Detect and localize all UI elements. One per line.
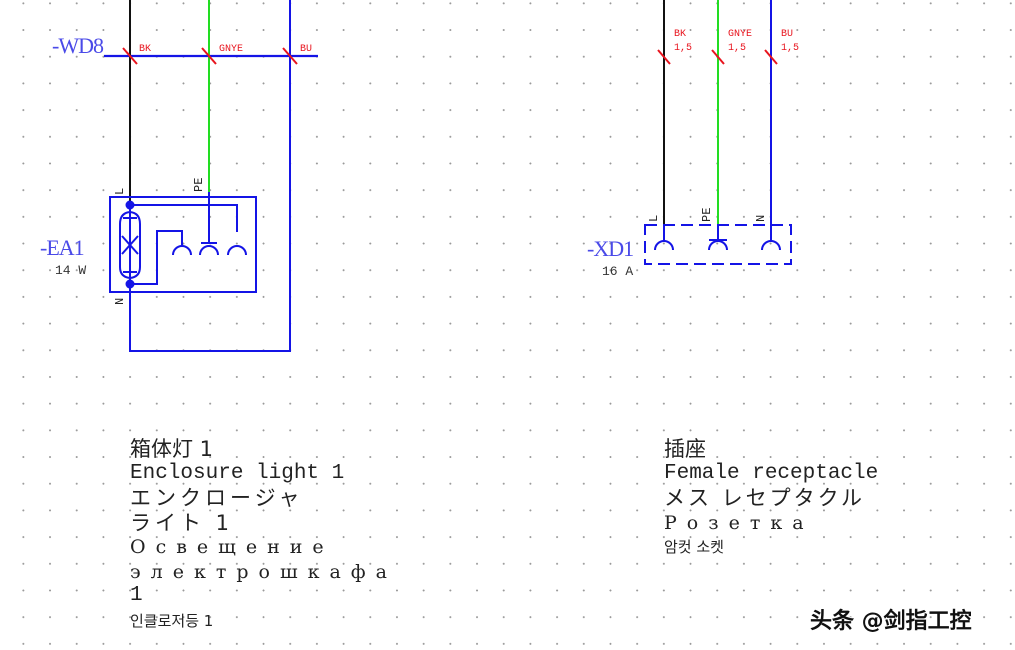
desc-en: Enclosure light 1 bbox=[130, 461, 345, 485]
desc-ja-2: ライト 1 bbox=[130, 510, 234, 535]
device-tag-xd1[interactable]: -XD1 bbox=[587, 236, 634, 261]
desc-ru-3: 1 bbox=[130, 584, 143, 607]
junction-dot bbox=[125, 200, 135, 210]
desc-ko: 인클로저등 1 bbox=[130, 611, 214, 630]
desc-ja-1: エンクロージャ bbox=[130, 486, 304, 510]
pin-label-n: N bbox=[113, 297, 127, 305]
desc-ko: 암컷 소켓 bbox=[664, 538, 724, 556]
desc-ru-2: электрошкафа bbox=[130, 560, 398, 583]
lamp-tube-icon bbox=[119, 210, 141, 280]
desc-ru-1: Освещение bbox=[130, 536, 334, 558]
pin-label-n: N bbox=[754, 214, 768, 222]
device-description: 箱体灯 1 Enclosure light 1 エンクロージャ ライト 1 Ос… bbox=[130, 437, 397, 633]
junction-dot bbox=[125, 279, 135, 289]
wire-code-bk: BK 1,5 bbox=[674, 29, 693, 54]
device-rating: 16 A bbox=[602, 264, 634, 279]
device-description: 插座 Female receptacle メス レセプタクル Розетка 암… bbox=[664, 437, 878, 560]
lamp-internal-wiring bbox=[129, 192, 238, 285]
pin-label-pe: PE bbox=[192, 177, 206, 192]
desc-ru: Розетка bbox=[664, 511, 814, 534]
cable-marks bbox=[657, 49, 778, 65]
cable-marks bbox=[122, 47, 298, 65]
pin-label-pe: PE bbox=[700, 207, 714, 222]
receptacle-enclosure[interactable] bbox=[644, 224, 792, 265]
wire-code-bu: BU bbox=[300, 44, 313, 55]
wire-code-bu: BU 1,5 bbox=[781, 29, 800, 54]
wire-code-bk: BK bbox=[139, 44, 152, 55]
desc-zh: 箱体灯 1 bbox=[130, 437, 214, 461]
device-rating: 14 W bbox=[55, 263, 87, 278]
wire-n-blue[interactable] bbox=[129, 0, 291, 352]
left-circuit bbox=[104, 0, 318, 352]
desc-ja: メス レセプタクル bbox=[664, 486, 866, 510]
desc-en: Female receptacle bbox=[664, 461, 879, 485]
wire-code-gnye: GNYE bbox=[219, 44, 244, 55]
desc-zh: 插座 bbox=[664, 437, 706, 461]
device-tag-ea1[interactable]: -EA1 bbox=[40, 235, 85, 260]
watermark: 头条 @剑指工控 bbox=[810, 609, 972, 634]
lamp-enclosure[interactable] bbox=[109, 196, 257, 293]
receptacle-contacts-icon bbox=[654, 239, 781, 251]
pin-label-l: L bbox=[647, 214, 661, 222]
socket-contacts-icon bbox=[172, 245, 247, 256]
cable-tag[interactable]: -WD8 bbox=[52, 33, 104, 58]
pin-label-l: L bbox=[113, 187, 127, 195]
wire-code-gnye: GNYE 1,5 bbox=[728, 29, 753, 54]
right-circuit bbox=[644, 0, 792, 265]
